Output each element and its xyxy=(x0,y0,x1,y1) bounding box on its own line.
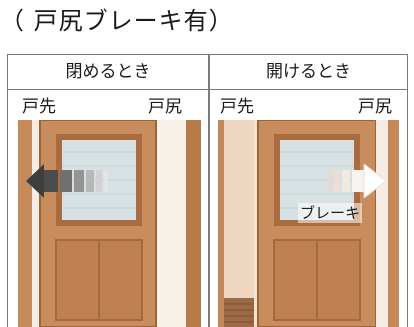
closing-door-illustration xyxy=(18,120,201,327)
right-arrow-icon xyxy=(328,164,386,198)
door-trailing-edge-label: 戸尻 xyxy=(148,97,182,117)
brake-label: ブレーキ xyxy=(298,203,363,223)
page-title: （ 戸尻ブレーキ有） xyxy=(0,7,234,35)
opening-door-illustration xyxy=(218,120,399,327)
closing-heading: 閉めるとき xyxy=(7,54,209,90)
door-leading-edge-label: 戸先 xyxy=(22,97,56,117)
left-arrow-icon xyxy=(26,164,108,198)
door-trailing-edge-label: 戸尻 xyxy=(358,97,392,117)
closing-panel: 戸先 戸尻 xyxy=(7,90,209,327)
opening-panel: 戸先 戸尻 xyxy=(209,90,408,327)
door-leading-edge-label: 戸先 xyxy=(220,97,254,117)
opening-heading: 開けるとき xyxy=(209,54,408,90)
